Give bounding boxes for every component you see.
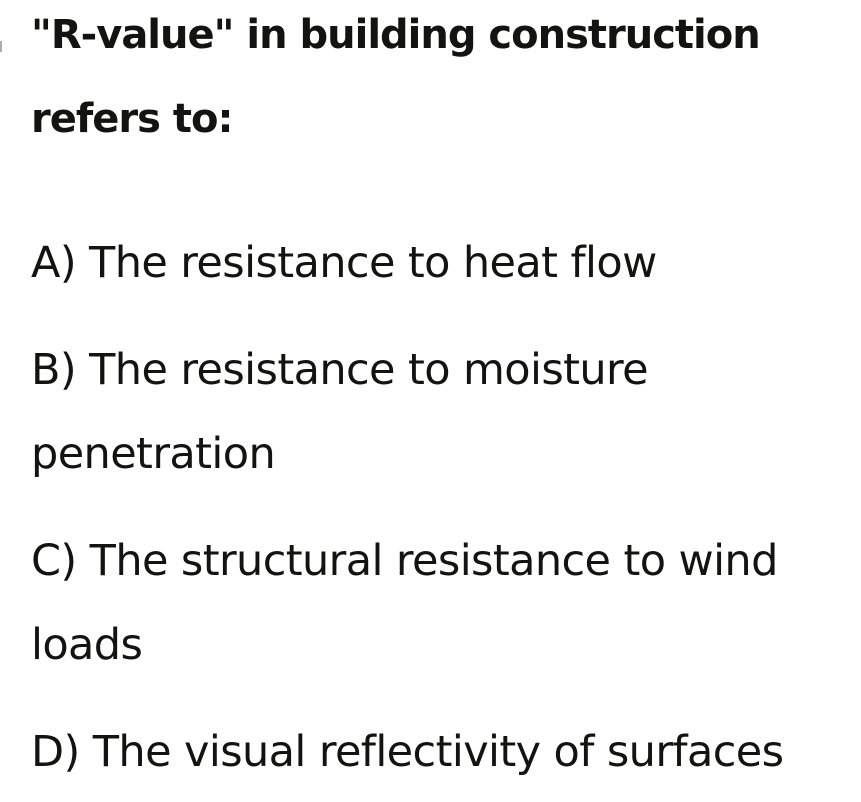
cropped-list-marker-fragment — [0, 41, 2, 52]
option-d: D) The visual reflectivity of surfaces — [31, 727, 784, 777]
option-a: A) The resistance to heat flow — [31, 238, 657, 288]
question-title: "R-value" in building construction refer… — [31, 12, 761, 142]
option-c: C) The structural resistance to wind loa… — [31, 536, 778, 670]
option-b: B) The resistance to moisture penetratio… — [31, 345, 649, 479]
